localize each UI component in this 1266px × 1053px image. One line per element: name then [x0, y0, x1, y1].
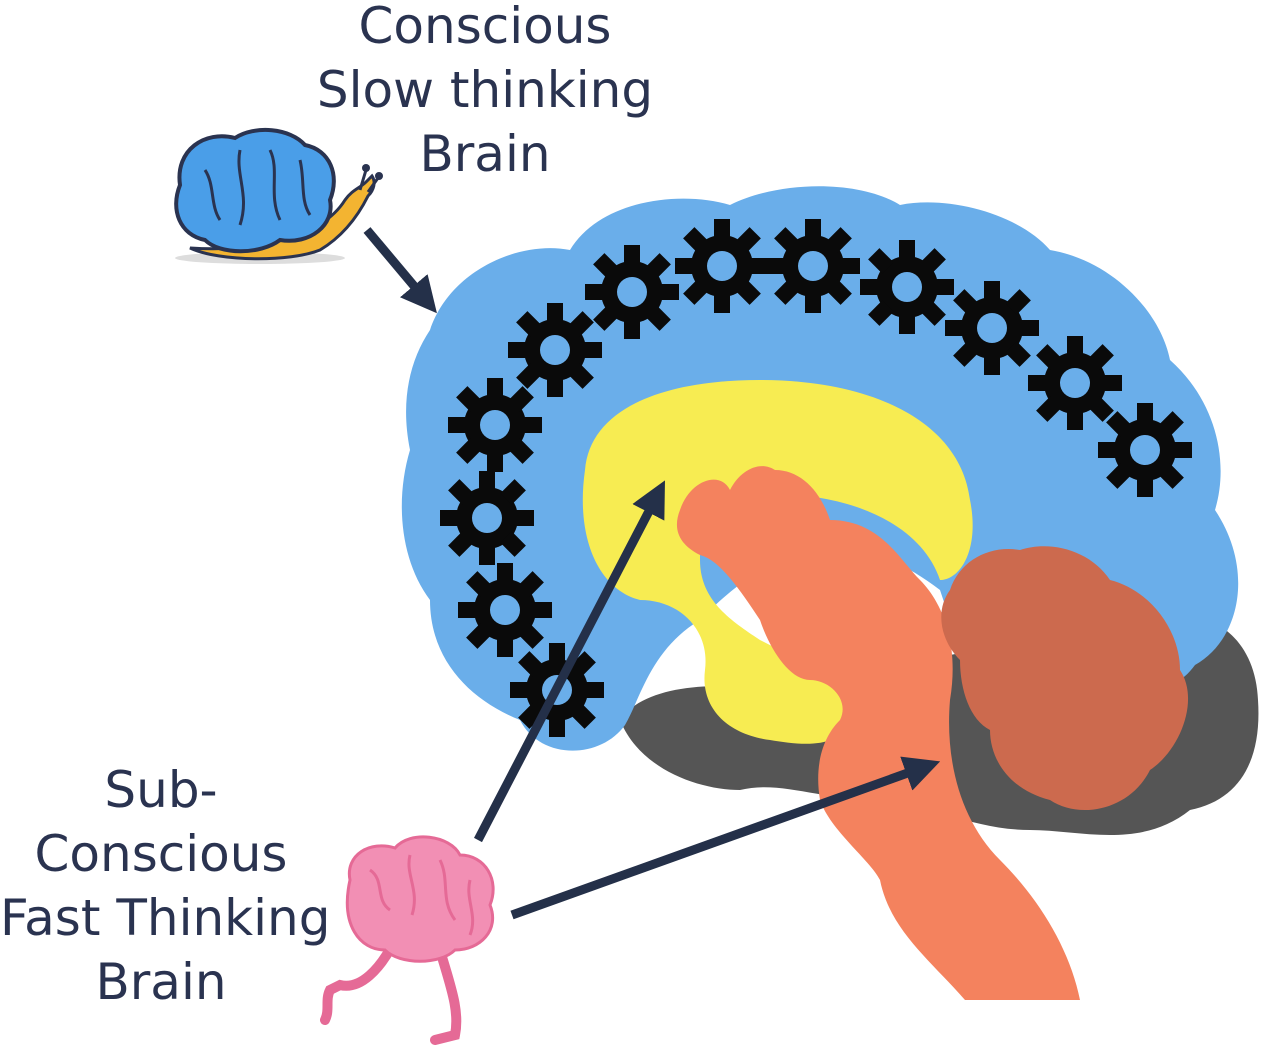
fast-label-line-3: Fast Thinking	[0, 886, 322, 950]
fast-thinking-label: Sub- Conscious Fast Thinking Brain	[0, 758, 322, 1014]
running-brain-icon	[325, 837, 493, 1040]
gear-icon	[945, 281, 1039, 375]
arrow-slow-to-cortex	[367, 230, 430, 305]
gear-icon	[766, 219, 860, 313]
slow-label-line-3: Brain	[300, 122, 670, 186]
gear-icon	[1028, 336, 1122, 430]
slow-thinking-label: Conscious Slow thinking Brain	[300, 0, 670, 186]
gear-icon	[448, 378, 542, 472]
fast-label-line-2: Conscious	[0, 822, 322, 886]
fast-label-line-4: Brain	[0, 950, 322, 1014]
gear-icon	[585, 245, 679, 339]
fast-label-line-1: Sub-	[0, 758, 322, 822]
gear-icon	[1098, 403, 1192, 497]
slow-label-line-2: Slow thinking	[300, 58, 670, 122]
gear-icon	[508, 303, 602, 397]
gear-icon	[675, 219, 769, 313]
slow-label-line-1: Conscious	[300, 0, 670, 58]
gear-icon	[458, 563, 552, 657]
gear-icon	[440, 471, 534, 565]
gear-icon	[860, 240, 954, 334]
